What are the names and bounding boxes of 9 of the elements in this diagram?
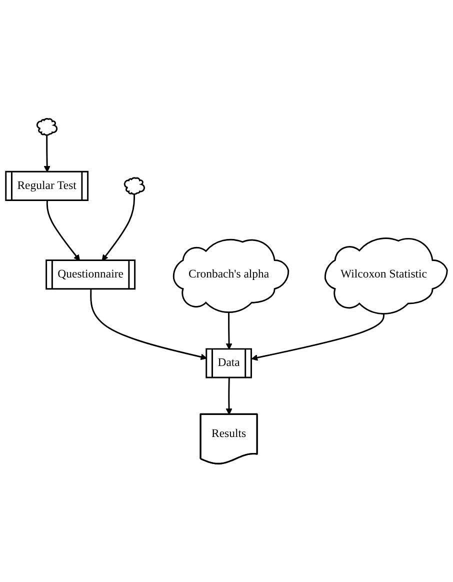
node-cloud xyxy=(36,118,58,136)
arrow xyxy=(44,134,50,172)
arrow xyxy=(226,310,232,350)
arrow xyxy=(251,312,384,361)
arrow xyxy=(226,378,232,415)
arrow xyxy=(90,288,208,360)
arrow xyxy=(102,194,136,261)
arrow xyxy=(46,200,80,261)
node-cloud xyxy=(124,176,145,195)
